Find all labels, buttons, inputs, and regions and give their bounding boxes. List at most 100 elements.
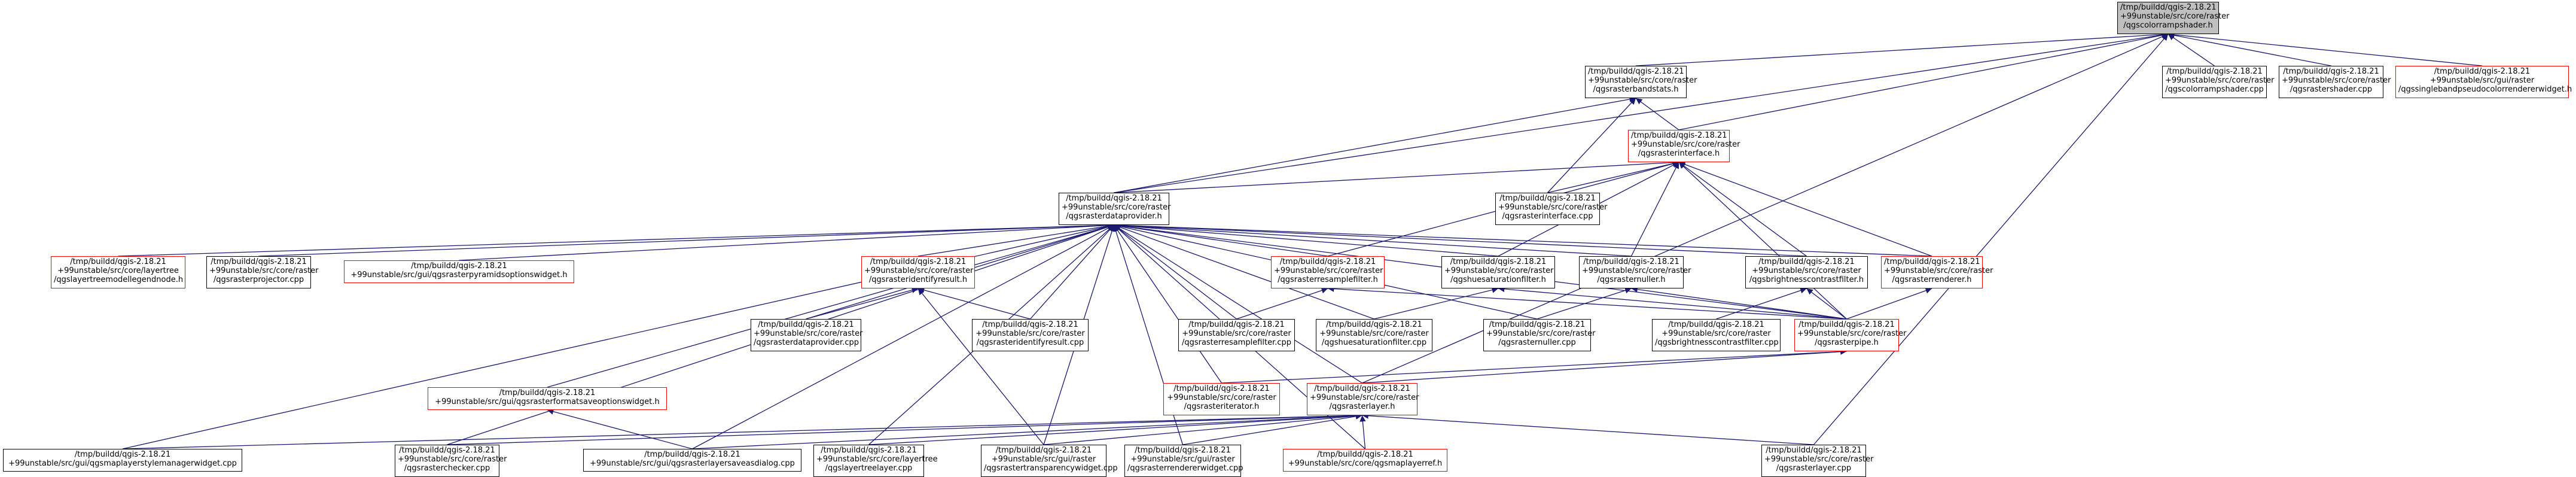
node-line: +99unstable/src/core/raster xyxy=(1167,393,1276,402)
node-line: /qgssinglebandpseudocolorrendererwidget.… xyxy=(2398,85,2572,94)
node-rasterlayersaveasdialog-cpp[interactable]: /tmp/buildd/qgis-2.18.21 +99unstable/src… xyxy=(583,449,801,472)
edge-node-rasterinterface-h-to-node-colorrampshader-h xyxy=(1678,32,2169,130)
node-line: /tmp/buildd/qgis-2.18.21 xyxy=(1766,446,1862,455)
node-line: /tmp/buildd/qgis-2.18.21 xyxy=(1188,320,1285,329)
node-rasterrenderer-h[interactable]: /tmp/buildd/qgis-2.18.21 +99unstable/src… xyxy=(1881,256,1993,288)
node-rasterbandstats-h[interactable]: /tmp/buildd/qgis-2.18.21 +99unstable/src… xyxy=(1585,66,1697,98)
node-rasterrendererwidget-cpp[interactable]: /tmp/buildd/qgis-2.18.21 +99unstable/src… xyxy=(1124,445,1243,477)
node-rasterinterface-h[interactable]: /tmp/buildd/qgis-2.18.21 +99unstable/src… xyxy=(1628,130,1740,162)
node-line: /qgsrasterdataprovider.cpp xyxy=(754,338,859,347)
node-rasterdataprovider-cpp[interactable]: /tmp/buildd/qgis-2.18.21 +99unstable/src… xyxy=(751,319,863,351)
node-line: /qgsrasterinterface.cpp xyxy=(1502,212,1593,221)
node-line: /qgslayertreemodellegendnode.h xyxy=(54,275,184,284)
node-layertreemodellegendnode-h[interactable]: /tmp/buildd/qgis-2.18.21 +99unstable/src… xyxy=(51,256,185,288)
node-huesaturationfilter-h[interactable]: /tmp/buildd/qgis-2.18.21 +99unstable/src… xyxy=(1441,256,1555,288)
node-rasterpipe-h[interactable]: /tmp/buildd/qgis-2.18.21 +99unstable/src… xyxy=(1794,319,1907,351)
node-rastershader-cpp[interactable]: /tmp/buildd/qgis-2.18.21 +99unstable/src… xyxy=(2279,66,2391,98)
node-rastertransparencywidget-cpp[interactable]: /tmp/buildd/qgis-2.18.21 +99unstable/src… xyxy=(981,445,1118,477)
node-line: /tmp/buildd/qgis-2.18.21 xyxy=(758,320,854,329)
node-rasterchecker-cpp[interactable]: /tmp/buildd/qgis-2.18.21 +99unstable/src… xyxy=(395,445,507,477)
edge-node-rasterpipe-h-to-node-brightnesscontrastfilter-h xyxy=(1806,288,1847,320)
node-brightnesscontrastfilter-h[interactable]: /tmp/buildd/qgis-2.18.21 +99unstable/src… xyxy=(1745,256,1868,288)
node-rasterprojector-cpp[interactable]: /tmp/buildd/qgis-2.18.21 +99unstable/src… xyxy=(206,256,319,288)
node-line: +99unstable/src/core/raster xyxy=(1797,329,1907,338)
node-line: +99unstable/src/core/raster xyxy=(1310,393,1419,402)
edge-node-rastershader-cpp-to-node-colorrampshader-h xyxy=(2168,32,2331,66)
node-line: /tmp/buildd/qgis-2.18.21 xyxy=(1314,384,1410,393)
node-line: /tmp/buildd/qgis-2.18.21 xyxy=(499,388,596,397)
node-line: /qgsrasterlayer.h xyxy=(1329,402,1395,411)
node-rasterpyramidsoptionswidget-h[interactable]: /tmp/buildd/qgis-2.18.21 +99unstable/src… xyxy=(344,260,574,283)
node-rasterinterface-cpp[interactable]: /tmp/buildd/qgis-2.18.21 +99unstable/src… xyxy=(1495,193,1608,225)
node-line: /qgsrasternuller.cpp xyxy=(1498,338,1576,347)
edge-node-layertreelayer-cpp-to-node-rasterlayer-h xyxy=(868,412,1362,445)
edge-node-brightnesscontrastfilter-cpp-to-node-brightnesscontrastfilter-h xyxy=(1716,287,1807,320)
node-line: /qgsrasterresamplefilter.h xyxy=(1278,275,1378,284)
node-rasterlayer-cpp[interactable]: /tmp/buildd/qgis-2.18.21 +99unstable/src… xyxy=(1761,445,1874,477)
edge-node-rasterdataprovider-h-to-node-rasterinterface-h xyxy=(1114,159,1679,193)
edge-node-huesaturationfilter-cpp-to-node-huesaturationfilter-h xyxy=(1374,287,1499,320)
node-brightnesscontrastfilter-cpp[interactable]: /tmp/buildd/qgis-2.18.21 +99unstable/src… xyxy=(1652,319,1781,351)
edge-node-rasterlayer-h-to-node-rasterdataprovider-h xyxy=(1114,224,1362,384)
edge-node-rasterdataprovider-h-to-node-rasterbandstats-h xyxy=(1114,96,1636,193)
node-line: +99unstable/src/core/raster xyxy=(1498,203,1608,212)
node-line: /qgsrastertransparencywidget.cpp xyxy=(984,464,1118,473)
edge-node-rasteridentifyresult-cpp-to-node-rasteridentifyresult-h xyxy=(917,287,1031,320)
node-line: /tmp/buildd/qgis-2.18.21 xyxy=(982,320,1078,329)
edge-node-colorrampshader-cpp-to-node-colorrampshader-h xyxy=(2168,34,2215,66)
edge-node-rasternuller-cpp-to-node-rasternuller-h xyxy=(1537,287,1632,320)
edge-node-rasterinterface-h-to-node-rasterbandstats-h xyxy=(1635,98,1679,130)
edge-node-rasterpipe-h-to-node-huesaturationfilter-h xyxy=(1498,285,1847,320)
node-line: /qgsrasternuller.h xyxy=(1597,275,1666,284)
node-rasterdataprovider-h[interactable]: /tmp/buildd/qgis-2.18.21 +99unstable/src… xyxy=(1059,193,1171,225)
node-colorrampshader-cpp[interactable]: /tmp/buildd/qgis-2.18.21 +99unstable/src… xyxy=(2162,66,2274,98)
edge-node-rasterbandstats-h-to-node-colorrampshader-h xyxy=(1635,31,2169,66)
node-line: +99unstable/src/core/raster xyxy=(1662,329,1771,338)
node-rasteriterator-h[interactable]: /tmp/buildd/qgis-2.18.21 +99unstable/src… xyxy=(1163,383,1280,415)
edge-node-huesaturationfilter-h-to-node-rasterdataprovider-h xyxy=(1114,222,1499,257)
edge-node-rasterpipe-h-to-node-rasternuller-h xyxy=(1631,286,1847,320)
node-line: +99unstable/src/core/raster xyxy=(1582,266,1691,275)
edge-node-rasteridentifyresult-cpp-to-node-rasterdataprovider-h xyxy=(1030,224,1114,320)
node-singlebandpseudocolor-h[interactable]: /tmp/buildd/qgis-2.18.21 +99unstable/src… xyxy=(2395,66,2572,98)
node-rasterformatsaveoptionswidget-h[interactable]: /tmp/buildd/qgis-2.18.21 +99unstable/src… xyxy=(428,387,667,410)
node-line: +99unstable/src/core/raster xyxy=(1182,329,1291,338)
node-layertreelayer-cpp[interactable]: /tmp/buildd/qgis-2.18.21 +99unstable/src… xyxy=(813,445,938,477)
node-line: /qgshuesaturationfilter.h xyxy=(1450,275,1546,284)
node-rasterresamplefilter-h[interactable]: /tmp/buildd/qgis-2.18.21 +99unstable/src… xyxy=(1271,256,1385,288)
edge-node-maplayerref-h-to-node-rasterlayer-h xyxy=(1359,415,1366,449)
node-line: /qgscolorrampshader.h xyxy=(2123,21,2213,30)
node-line: +99unstable/src/core/raster xyxy=(209,266,319,275)
edge-node-rasterresamplefilter-h-to-node-rasterdataprovider-h xyxy=(1114,223,1328,257)
node-line: +99unstable/src/core/raster xyxy=(2120,12,2230,21)
node-line: +99unstable/src/core/raster xyxy=(754,329,863,338)
node-line: /tmp/buildd/qgis-2.18.21 xyxy=(211,257,307,266)
node-line: /tmp/buildd/qgis-2.18.21 xyxy=(870,257,967,266)
node-huesaturationfilter-cpp[interactable]: /tmp/buildd/qgis-2.18.21 +99unstable/src… xyxy=(1316,319,1432,351)
node-line: +99unstable/src/core/raster xyxy=(1588,76,1697,85)
node-line: /qgshuesaturationfilter.cpp xyxy=(1321,338,1427,347)
node-rasternuller-h[interactable]: /tmp/buildd/qgis-2.18.21 +99unstable/src… xyxy=(1579,256,1691,288)
node-line: /tmp/buildd/qgis-2.18.21 xyxy=(1489,320,1586,329)
node-maplayerstylemanagerwidget-cpp[interactable]: /tmp/buildd/qgis-2.18.21 +99unstable/src… xyxy=(3,449,242,472)
edge-node-rasterrenderer-h-to-node-rasterdataprovider-h xyxy=(1114,222,1932,257)
node-rasternuller-cpp[interactable]: /tmp/buildd/qgis-2.18.21 +99unstable/src… xyxy=(1483,319,1595,351)
edge-node-brightnesscontrastfilter-h-to-node-rasterinterface-h xyxy=(1678,162,1807,257)
edge-node-rastertransparencywidget-cpp-to-node-rasterlayer-h xyxy=(1043,412,1362,445)
node-rasterlayer-h[interactable]: /tmp/buildd/qgis-2.18.21 +99unstable/src… xyxy=(1307,383,1419,415)
node-line: +99unstable/src/core/raster xyxy=(1764,455,1874,464)
node-line: +99unstable/src/core/raster xyxy=(1062,203,1171,212)
node-maplayerref-h[interactable]: /tmp/buildd/qgis-2.18.21 +99unstable/src… xyxy=(1283,449,1447,472)
node-colorrampshader-h[interactable]: /tmp/buildd/qgis-2.18.21 +99unstable/src… xyxy=(2117,2,2230,34)
node-line: +99unstable/src/core/raster xyxy=(864,266,974,275)
edge-node-rasterpipe-h-to-node-rasterrenderer-h xyxy=(1846,287,1932,320)
edge-node-rasterlayer-cpp-to-node-rasterlayer-h xyxy=(1362,412,1814,445)
edge-node-rasterinterface-cpp-to-node-rasterinterface-h xyxy=(1547,160,1679,193)
node-line: /tmp/buildd/qgis-2.18.21 xyxy=(1884,257,1980,266)
node-rasteridentifyresult-cpp[interactable]: /tmp/buildd/qgis-2.18.21 +99unstable/src… xyxy=(972,319,1089,351)
node-rasteridentifyresult-h[interactable]: /tmp/buildd/qgis-2.18.21 +99unstable/src… xyxy=(861,256,975,288)
node-line: /tmp/buildd/qgis-2.18.21 xyxy=(1135,446,1231,455)
node-line: +99unstable/src/gui/qgsrasterpyramidsopt… xyxy=(350,271,568,279)
node-line: /tmp/buildd/qgis-2.18.21 xyxy=(2120,3,2217,12)
node-rasterresamplefilter-cpp[interactable]: /tmp/buildd/qgis-2.18.21 +99unstable/src… xyxy=(1178,319,1295,351)
